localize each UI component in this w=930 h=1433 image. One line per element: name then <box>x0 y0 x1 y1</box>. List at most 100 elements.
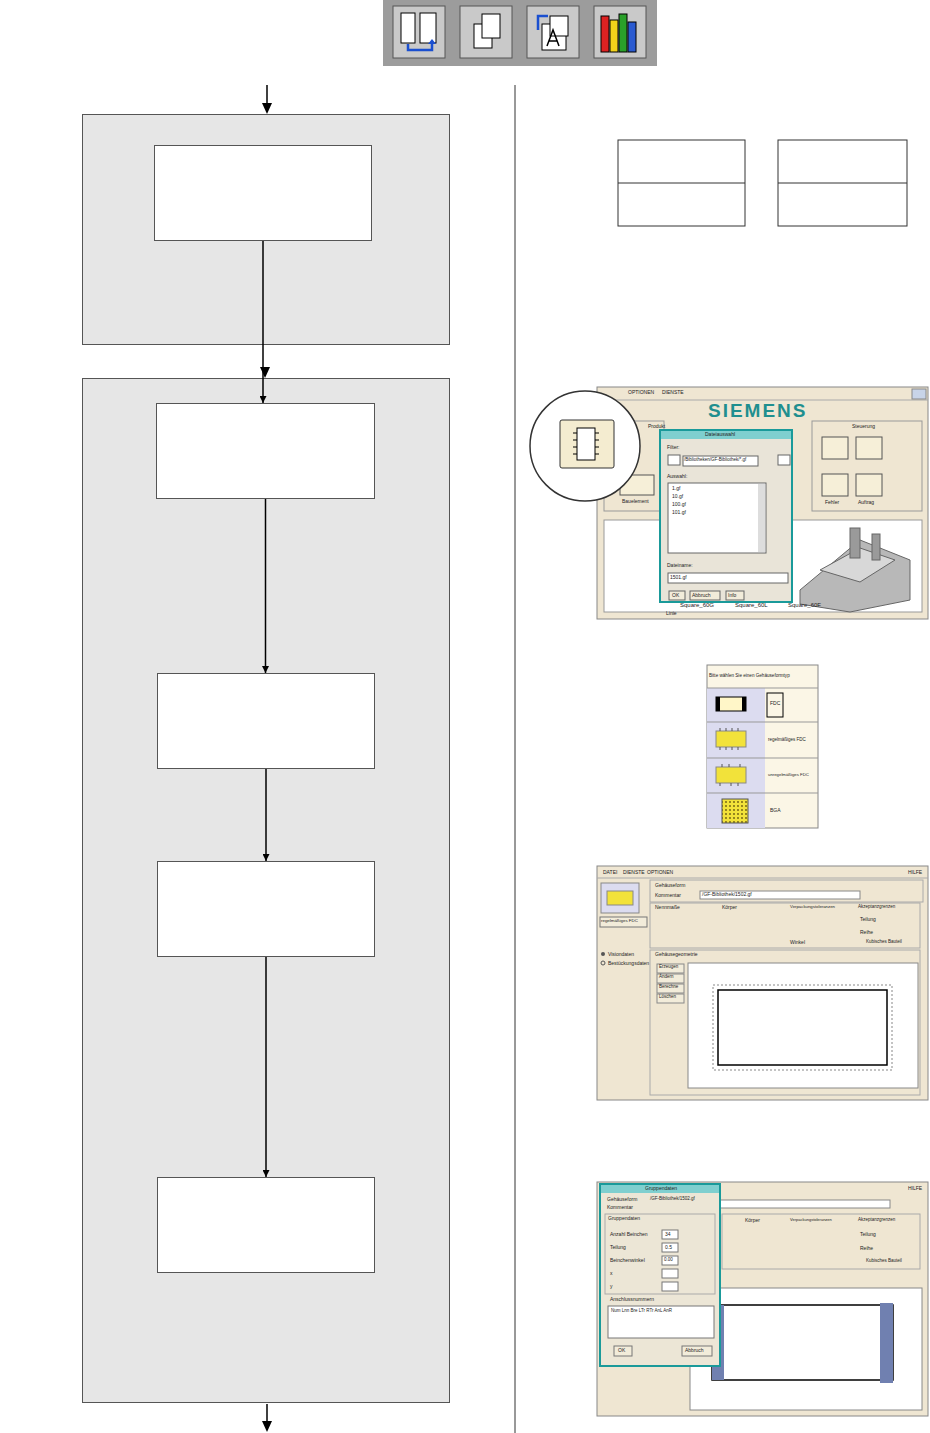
ui-text: Fehler <box>825 499 839 505</box>
ui-text: /GF-Bibliothek/1502.gf <box>702 891 752 897</box>
screenshot-text: Körper <box>722 905 737 910</box>
ui-text: Berechne <box>659 984 678 989</box>
screenshot-text: DIENSTE <box>623 870 645 875</box>
ui-text: Körper <box>745 1217 760 1223</box>
ui-text: Kubisches Bauteil <box>866 939 902 944</box>
ui-text: /GF-Bibliothek/1502.gf <box>650 1196 695 1201</box>
screenshot-text: Abbruch <box>692 593 711 598</box>
ui-text: Abbruch <box>692 592 711 598</box>
screenshot-text: BGA <box>770 808 781 813</box>
screenshot-text: Löschen <box>659 995 676 1000</box>
screenshot-text: Auftrag <box>858 500 874 505</box>
screenshot-text: Num Lnn Bre LTr RTr AnL AnR <box>611 1309 672 1314</box>
screenshot-text: Akzeptanzgrenzen <box>858 1218 895 1223</box>
screenshot-text: Dateiauswahl <box>705 432 735 437</box>
ui-text: Linie <box>666 610 677 616</box>
screenshot-geometry <box>597 866 928 1100</box>
screenshot-text: Fehler <box>825 500 839 505</box>
ui-text: Reihe <box>860 1245 873 1251</box>
ui-text: Teilung <box>860 1231 876 1237</box>
screenshot-text: Erzeugen <box>659 965 678 970</box>
ui-text: regelmäßiges FDC <box>601 918 638 923</box>
ui-text: Nennmaße <box>655 904 680 910</box>
group-panel <box>82 378 450 1403</box>
ui-text: 10.gf <box>672 493 683 499</box>
ui-text: Visiondaten <box>608 951 634 957</box>
screenshot-text: Bauelement <box>622 499 649 504</box>
ui-text: OPTIONEN <box>628 389 654 395</box>
screenshot-text: Abbruch <box>685 1348 704 1353</box>
ui-text: OK <box>672 592 679 598</box>
ui-text: 34 <box>665 1231 671 1237</box>
screenshot-text: Kommentar <box>607 1205 633 1210</box>
ui-text: unregelmäßiges FDC <box>768 772 809 777</box>
ui-text: 0.5 <box>665 1244 672 1250</box>
ui-text: HILFE <box>908 1185 922 1191</box>
ui-text: Bestückungsdaten <box>608 960 649 966</box>
screenshot-text: DIENSTE <box>662 390 684 395</box>
screenshot-text: Anschlussnummern <box>610 1297 654 1302</box>
screenshot-text: Verpackungstoleranzen <box>790 1218 832 1222</box>
group-panel <box>82 114 450 345</box>
ui-text: Filter: <box>667 444 680 450</box>
screenshot-text: HILFE <box>908 870 922 875</box>
ui-text: Löschen <box>659 994 676 999</box>
ui-text: x <box>610 1270 613 1276</box>
screenshot-text: Square_60F <box>788 602 821 608</box>
screenshot-text: Anzahl Beinchen <box>610 1232 648 1237</box>
ui-text: Gehäuseform <box>607 1196 637 1202</box>
screenshot-text: Bitte wählen Sie einen Gehäuseformtyp <box>709 674 790 679</box>
brand-logo: SIEMENS <box>708 400 808 421</box>
ui-text: Beinchenwinkel <box>610 1257 645 1263</box>
ui-text: Gehäusegeometrie <box>655 951 698 957</box>
screenshot-text: Bestückungsdaten <box>608 961 649 966</box>
screenshot-text: /GF-Bibliothek/1502.gf <box>702 892 752 897</box>
ui-text: y <box>610 1283 613 1289</box>
screenshot-text: Kommentar <box>655 893 681 898</box>
ui-text: Square_60L <box>735 602 768 608</box>
ui-text: Steuerung <box>852 423 875 429</box>
ui-text: Gruppendaten <box>645 1185 677 1191</box>
small-table <box>618 140 907 226</box>
screenshot-text: regelmäßiges FDC <box>768 738 806 743</box>
divider <box>515 85 516 1433</box>
flow-arrow <box>265 957 267 1177</box>
ui-text: Kommentar <box>655 892 681 898</box>
screenshot-text: Beinchenwinkel <box>610 1258 645 1263</box>
ui-text: DIENSTE <box>662 389 684 395</box>
ui-text: 0.00 <box>664 1257 673 1262</box>
screenshot-text: regelmäßiges FDC <box>601 919 638 923</box>
ui-text: Bauelement <box>622 498 649 504</box>
toolbar <box>383 0 657 66</box>
screenshot-text: Linie <box>666 611 677 616</box>
ui-text: FDC <box>770 700 780 706</box>
screenshot-text: 101.gf <box>672 510 686 515</box>
screenshot-text: Square_60G <box>680 602 714 608</box>
screenshot-group-data <box>597 1182 928 1416</box>
ui-text: 101.gf <box>672 509 686 515</box>
ui-text: HILFE <box>908 869 922 875</box>
ui-text: Anschlussnummern <box>610 1296 654 1302</box>
screenshot-text: Square_60L <box>735 602 768 608</box>
screenshot-text: Gehäuseform <box>655 883 685 888</box>
screenshot-text: x <box>610 1271 613 1276</box>
screenshot-text: Verpackungstoleranzen <box>790 905 835 909</box>
screenshot-text: Dateiname: <box>667 563 693 568</box>
ui-text: /Bibliotheken/GF-Bibliothek/*.gf <box>684 457 746 462</box>
process-box <box>156 403 375 499</box>
ui-text: Anzahl Beinchen <box>610 1231 648 1237</box>
screenshot-text: unregelmäßiges FDC <box>768 773 809 777</box>
screenshot-text: HILFE <box>908 1186 922 1191</box>
ui-text: Dateiname: <box>667 562 693 568</box>
ui-text: 1501.gf <box>670 574 687 580</box>
screenshot-text: SIEMENS <box>708 401 808 420</box>
ui-text: 1.gf <box>672 485 680 491</box>
screenshot-text: Auswahl: <box>667 474 687 479</box>
ui-text: Körper <box>722 904 737 910</box>
screenshot-text: Berechne <box>659 985 678 990</box>
ui-text: 100.gf <box>672 501 686 507</box>
screenshot-text: Filter: <box>667 445 680 450</box>
ui-text: DATEI <box>603 869 617 875</box>
screenshot-text: 10.gf <box>672 494 683 499</box>
screenshot-text: 100.gf <box>672 502 686 507</box>
